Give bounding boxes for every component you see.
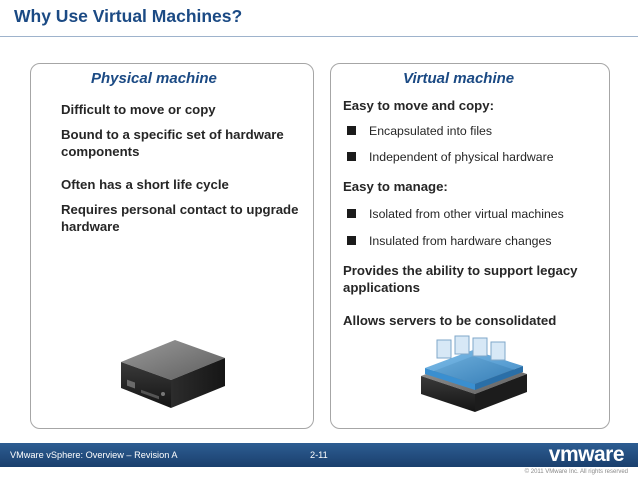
manage-bullet-1: Isolated from other virtual machines [347, 207, 564, 222]
physical-machine-heading: Physical machine [91, 70, 217, 87]
easy-move-copy-title: Easy to move and copy: [343, 98, 494, 113]
copy-bullet-1-text: Encapsulated into files [369, 124, 493, 138]
bullet-square-icon [347, 209, 356, 218]
easy-manage-title: Easy to manage: [343, 179, 448, 194]
copy-bullet-2: Independent of physical hardware [347, 150, 554, 165]
virtual-machine-heading: Virtual machine [403, 70, 515, 87]
consolidate-servers-point: Allows servers to be consolidated [343, 313, 557, 328]
physical-point-1: Difficult to move or copy [61, 102, 216, 117]
physical-point-2: Bound to a specific set of hardware comp… [61, 127, 284, 159]
footer-bar: VMware vSphere: Overview – Revision A 2-… [0, 443, 638, 467]
physical-server-image [121, 340, 225, 408]
virtual-machine-panel: Virtual machine Easy to move and copy: E… [330, 63, 610, 429]
course-title: VMware vSphere: Overview – Revision A [10, 450, 178, 460]
physical-machine-panel: Physical machine Difficult to move or co… [30, 63, 314, 429]
copy-bullet-1: Encapsulated into files [347, 124, 493, 139]
title-divider [0, 36, 638, 37]
physical-point-4: Requires personal contact to upgrade har… [61, 202, 299, 234]
slide-title: Why Use Virtual Machines? [14, 6, 243, 26]
bullet-square-icon [347, 236, 356, 245]
legacy-support-point: Provides the ability to support legacy a… [343, 263, 578, 295]
manage-bullet-1-text: Isolated from other virtual machines [369, 207, 564, 221]
copyright-notice: © 2011 VMware Inc. All rights reserved [524, 469, 628, 475]
manage-bullet-2: Insulated from hardware changes [347, 234, 552, 249]
page-number: 2-11 [310, 450, 328, 460]
vmware-logo: vmware [548, 443, 625, 466]
bullet-square-icon [347, 152, 356, 161]
virtual-server-image [421, 335, 527, 412]
copy-bullet-2-text: Independent of physical hardware [369, 150, 554, 164]
manage-bullet-2-text: Insulated from hardware changes [369, 234, 552, 248]
physical-point-3: Often has a short life cycle [61, 177, 229, 192]
bullet-square-icon [347, 126, 356, 135]
